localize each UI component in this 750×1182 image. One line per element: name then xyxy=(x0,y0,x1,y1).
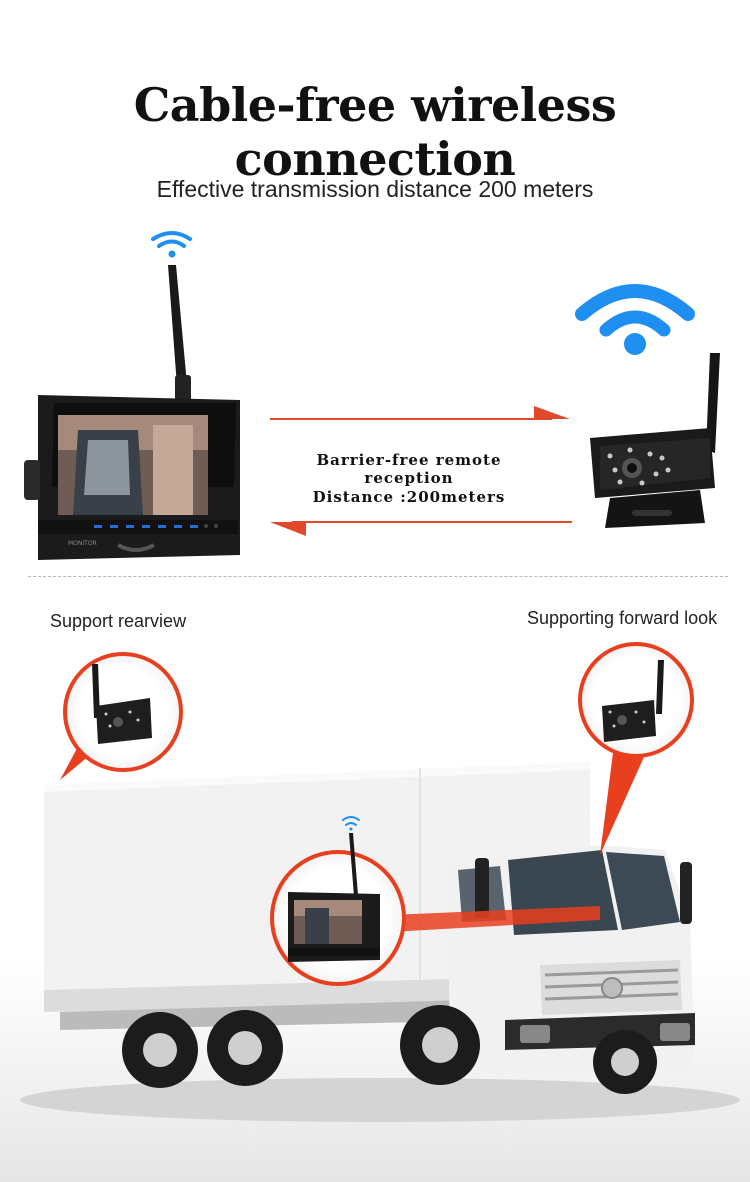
antenna-icon xyxy=(168,265,191,405)
arrow-right-icon xyxy=(270,406,570,420)
camera-icon xyxy=(602,660,664,742)
truck-cab xyxy=(448,845,695,1075)
monitor-illustration: MONITOR xyxy=(24,231,240,560)
monitor-callout xyxy=(270,816,406,986)
camera-icon xyxy=(590,353,720,528)
camera-icon xyxy=(92,664,152,744)
arrow-left-icon xyxy=(270,521,572,536)
wifi-icon xyxy=(575,284,695,355)
section-divider xyxy=(28,576,728,577)
transmission-distance-subtitle: Effective transmission distance 200 mete… xyxy=(156,176,594,202)
monitor-screen-icon xyxy=(288,892,380,962)
truck-wheels xyxy=(122,1005,657,1094)
support-rearview-label: Support rearview xyxy=(50,611,187,631)
distance-label: Distance :200meters xyxy=(312,488,506,506)
camera-illustration xyxy=(575,284,720,528)
wifi-icon xyxy=(151,231,192,258)
truck-scene xyxy=(0,642,750,1182)
signal-beam xyxy=(390,906,600,932)
transmission-arrows xyxy=(270,406,572,536)
forward-camera-callout xyxy=(578,642,694,855)
page-title: Cable-free wireless connection xyxy=(133,78,617,186)
truck-grille xyxy=(540,960,682,1015)
reception-label: Barrier-free remote reception xyxy=(316,451,502,487)
monitor-screen-icon xyxy=(24,395,240,560)
antenna-icon xyxy=(349,833,358,896)
wifi-icon xyxy=(342,816,360,831)
rear-camera-callout xyxy=(60,652,183,780)
supporting-forward-look-label: Supporting forward look xyxy=(527,608,718,628)
monitor-brand-label: MONITOR xyxy=(68,540,97,547)
